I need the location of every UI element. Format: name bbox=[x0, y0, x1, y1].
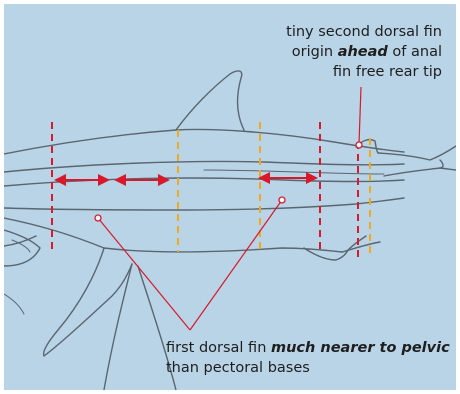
distance-arrows bbox=[54, 172, 318, 186]
caudal-upper bbox=[378, 146, 456, 160]
note-second-line2-pre: origin bbox=[292, 44, 338, 60]
arrow-3 bbox=[258, 172, 318, 184]
first-dorsal-annotation: first dorsal fin much nearer to pelvic t… bbox=[166, 338, 456, 378]
callout-second-dorsal bbox=[359, 87, 361, 144]
anal-fin-base bbox=[342, 242, 380, 252]
lower-body-left-2 bbox=[4, 294, 24, 314]
caudal-notch bbox=[440, 160, 443, 168]
pelvic-fin bbox=[44, 248, 132, 356]
dot-pelvic bbox=[95, 215, 101, 221]
note-second-line1: tiny second dorsal fin bbox=[232, 22, 442, 42]
dot-first-dorsal bbox=[279, 197, 285, 203]
arrow-1 bbox=[54, 174, 110, 186]
belly-line bbox=[4, 198, 404, 210]
arrow-2 bbox=[114, 174, 170, 186]
dot-second-dorsal bbox=[356, 142, 362, 148]
caudal-lower bbox=[384, 168, 456, 176]
note-second-emphasis: ahead bbox=[338, 44, 388, 60]
pectoral-fin bbox=[4, 230, 40, 266]
note-first-emphasis: much nearer to pelvic bbox=[271, 340, 450, 356]
belly-under bbox=[4, 218, 342, 252]
note-first-line2: than pectoral bases bbox=[166, 358, 456, 378]
note-first-line1-pre: first dorsal fin bbox=[166, 340, 271, 356]
note-first-line1: first dorsal fin much nearer to pelvic bbox=[166, 338, 456, 358]
second-dorsal-annotation: tiny second dorsal fin origin ahead of a… bbox=[232, 22, 442, 82]
callout-first-left bbox=[98, 218, 190, 330]
note-second-line2: origin ahead of anal bbox=[232, 42, 442, 62]
shark-diagram: tiny second dorsal fin origin ahead of a… bbox=[4, 4, 456, 390]
yellow-markers bbox=[178, 122, 370, 254]
note-second-line3: fin free rear tip bbox=[232, 62, 442, 82]
pelvic-fin-2 bbox=[104, 264, 132, 390]
note-second-line2-post: of anal bbox=[388, 44, 442, 60]
callout-first-right bbox=[190, 200, 282, 330]
red-markers bbox=[52, 122, 358, 260]
callout-lines bbox=[98, 87, 361, 330]
dorsal-profile-line bbox=[4, 130, 404, 155]
